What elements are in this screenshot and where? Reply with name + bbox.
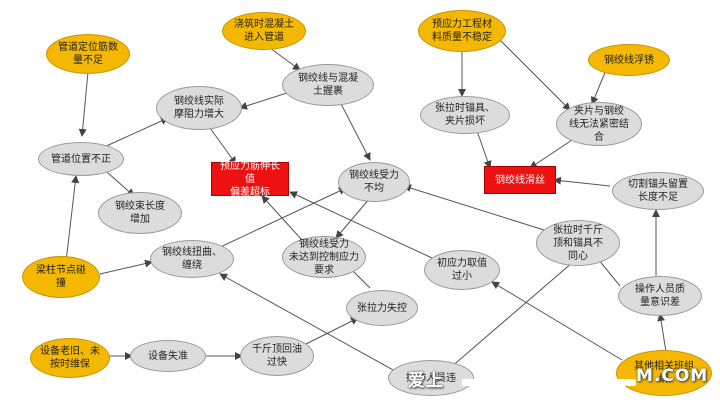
node-positioning-bars-insufficient: 管道定位筋数 量不足 <box>46 34 130 74</box>
arrow-anchor-to-slip <box>475 127 492 169</box>
node-wire-rust: 钢绞线浮锈 <box>588 44 670 76</box>
node-wire-stress-uneven: 钢绞线受力 不均 <box>338 162 410 202</box>
node-initial-stress-too-small: 初应力取值 过小 <box>424 250 500 290</box>
watermark-left: 爱上 <box>408 371 444 391</box>
arrow-wrap-to-friction <box>239 91 291 110</box>
arrow-operator-to-jack <box>449 255 581 369</box>
arrow-concrete-to-wrap <box>269 47 301 71</box>
arrow-jack-to-uneven <box>403 184 545 231</box>
arrow-friction-to-elongation <box>209 127 237 165</box>
watermark-right: M.COM <box>636 366 709 386</box>
node-other-related-team: 其他相关班组 解 <box>616 350 712 396</box>
arrow-column-to-twist <box>99 259 153 275</box>
node-duct-position-incorrect: 管道位置不正 <box>38 142 124 176</box>
node-equipment-aging: 设备老旧、未 按时维保 <box>30 338 110 378</box>
node-material-quality-unstable: 预应力工程材 料质量不稳定 <box>418 10 506 52</box>
watermark-bar <box>462 379 636 386</box>
arrow-positioning-to-position <box>78 71 89 137</box>
node-anchor-clip-damaged: 张拉时锚具、 夹片损坏 <box>420 96 510 134</box>
node-stranded-wire-friction: 钢绞线实际 摩阻力增大 <box>156 86 242 130</box>
node-wire-concrete-wrap: 钢绞线与混凝 土握裹 <box>282 64 374 106</box>
arrow-position-to-friction <box>101 117 169 149</box>
node-personnel-quality-awareness: 操作人员质 量意识差 <box>618 276 702 316</box>
node-column-node-obstruction: 梁柱节点碰 撞 <box>22 256 100 298</box>
node-clip-wire-not-tight: 夹片与钢绞 线无法紧密结 合 <box>556 102 642 146</box>
node-wire-slip: 钢绞线滑丝 <box>484 166 556 194</box>
node-tension-out-of-control: 张拉力失控 <box>346 290 418 326</box>
node-jack-anchor-not-concentric: 张拉时千斤 顶和锚具不 同心 <box>536 220 620 266</box>
node-operator-bottom: 操作人员违 <box>388 360 474 396</box>
node-cut-anchor-length-insufficient: 切割锚头留置 长度不足 <box>612 172 704 210</box>
node-concrete-into-pipe: 浇筑时混凝土 进入管道 <box>222 12 306 50</box>
node-jack-return-oil-fast: 千斤顶回油 过快 <box>240 336 314 376</box>
node-wire-twisted-wound: 钢绞线扭曲、 缠绕 <box>150 240 234 278</box>
arrow-operator-to-twist <box>219 273 405 377</box>
arrow-twist-to-uneven <box>213 187 347 251</box>
arrow-cutanchor-to-slip <box>553 176 611 187</box>
arrow-control-to-elongation <box>261 195 303 241</box>
arrow-clip-to-slip <box>529 139 573 169</box>
node-stress-not-reach-control: 钢绞线受力 未达到控制应力 要求 <box>282 236 366 278</box>
node-bundle-length-increase: 钢绞束长度 增加 <box>98 192 182 234</box>
arrow-uneven-to-control <box>335 197 371 239</box>
arrow-other-to-initial <box>491 281 623 361</box>
arrow-initial-to-elongation <box>289 191 433 259</box>
watermark-text: 爱上 M.COM <box>408 366 707 391</box>
node-equipment-inaccurate: 设备失准 <box>130 340 206 372</box>
node-elongation-exceeds: 预应力筋伸长值 偏差超标 <box>211 161 289 198</box>
arrow-column-to-position <box>65 175 80 263</box>
arrow-wrap-to-uneven <box>337 97 371 161</box>
arrow-other-to-personnel <box>657 313 667 353</box>
arrow-rust-to-clip <box>590 69 607 105</box>
arrow-jackoil-to-tension <box>305 317 359 345</box>
arrow-material-to-clip <box>497 37 571 111</box>
